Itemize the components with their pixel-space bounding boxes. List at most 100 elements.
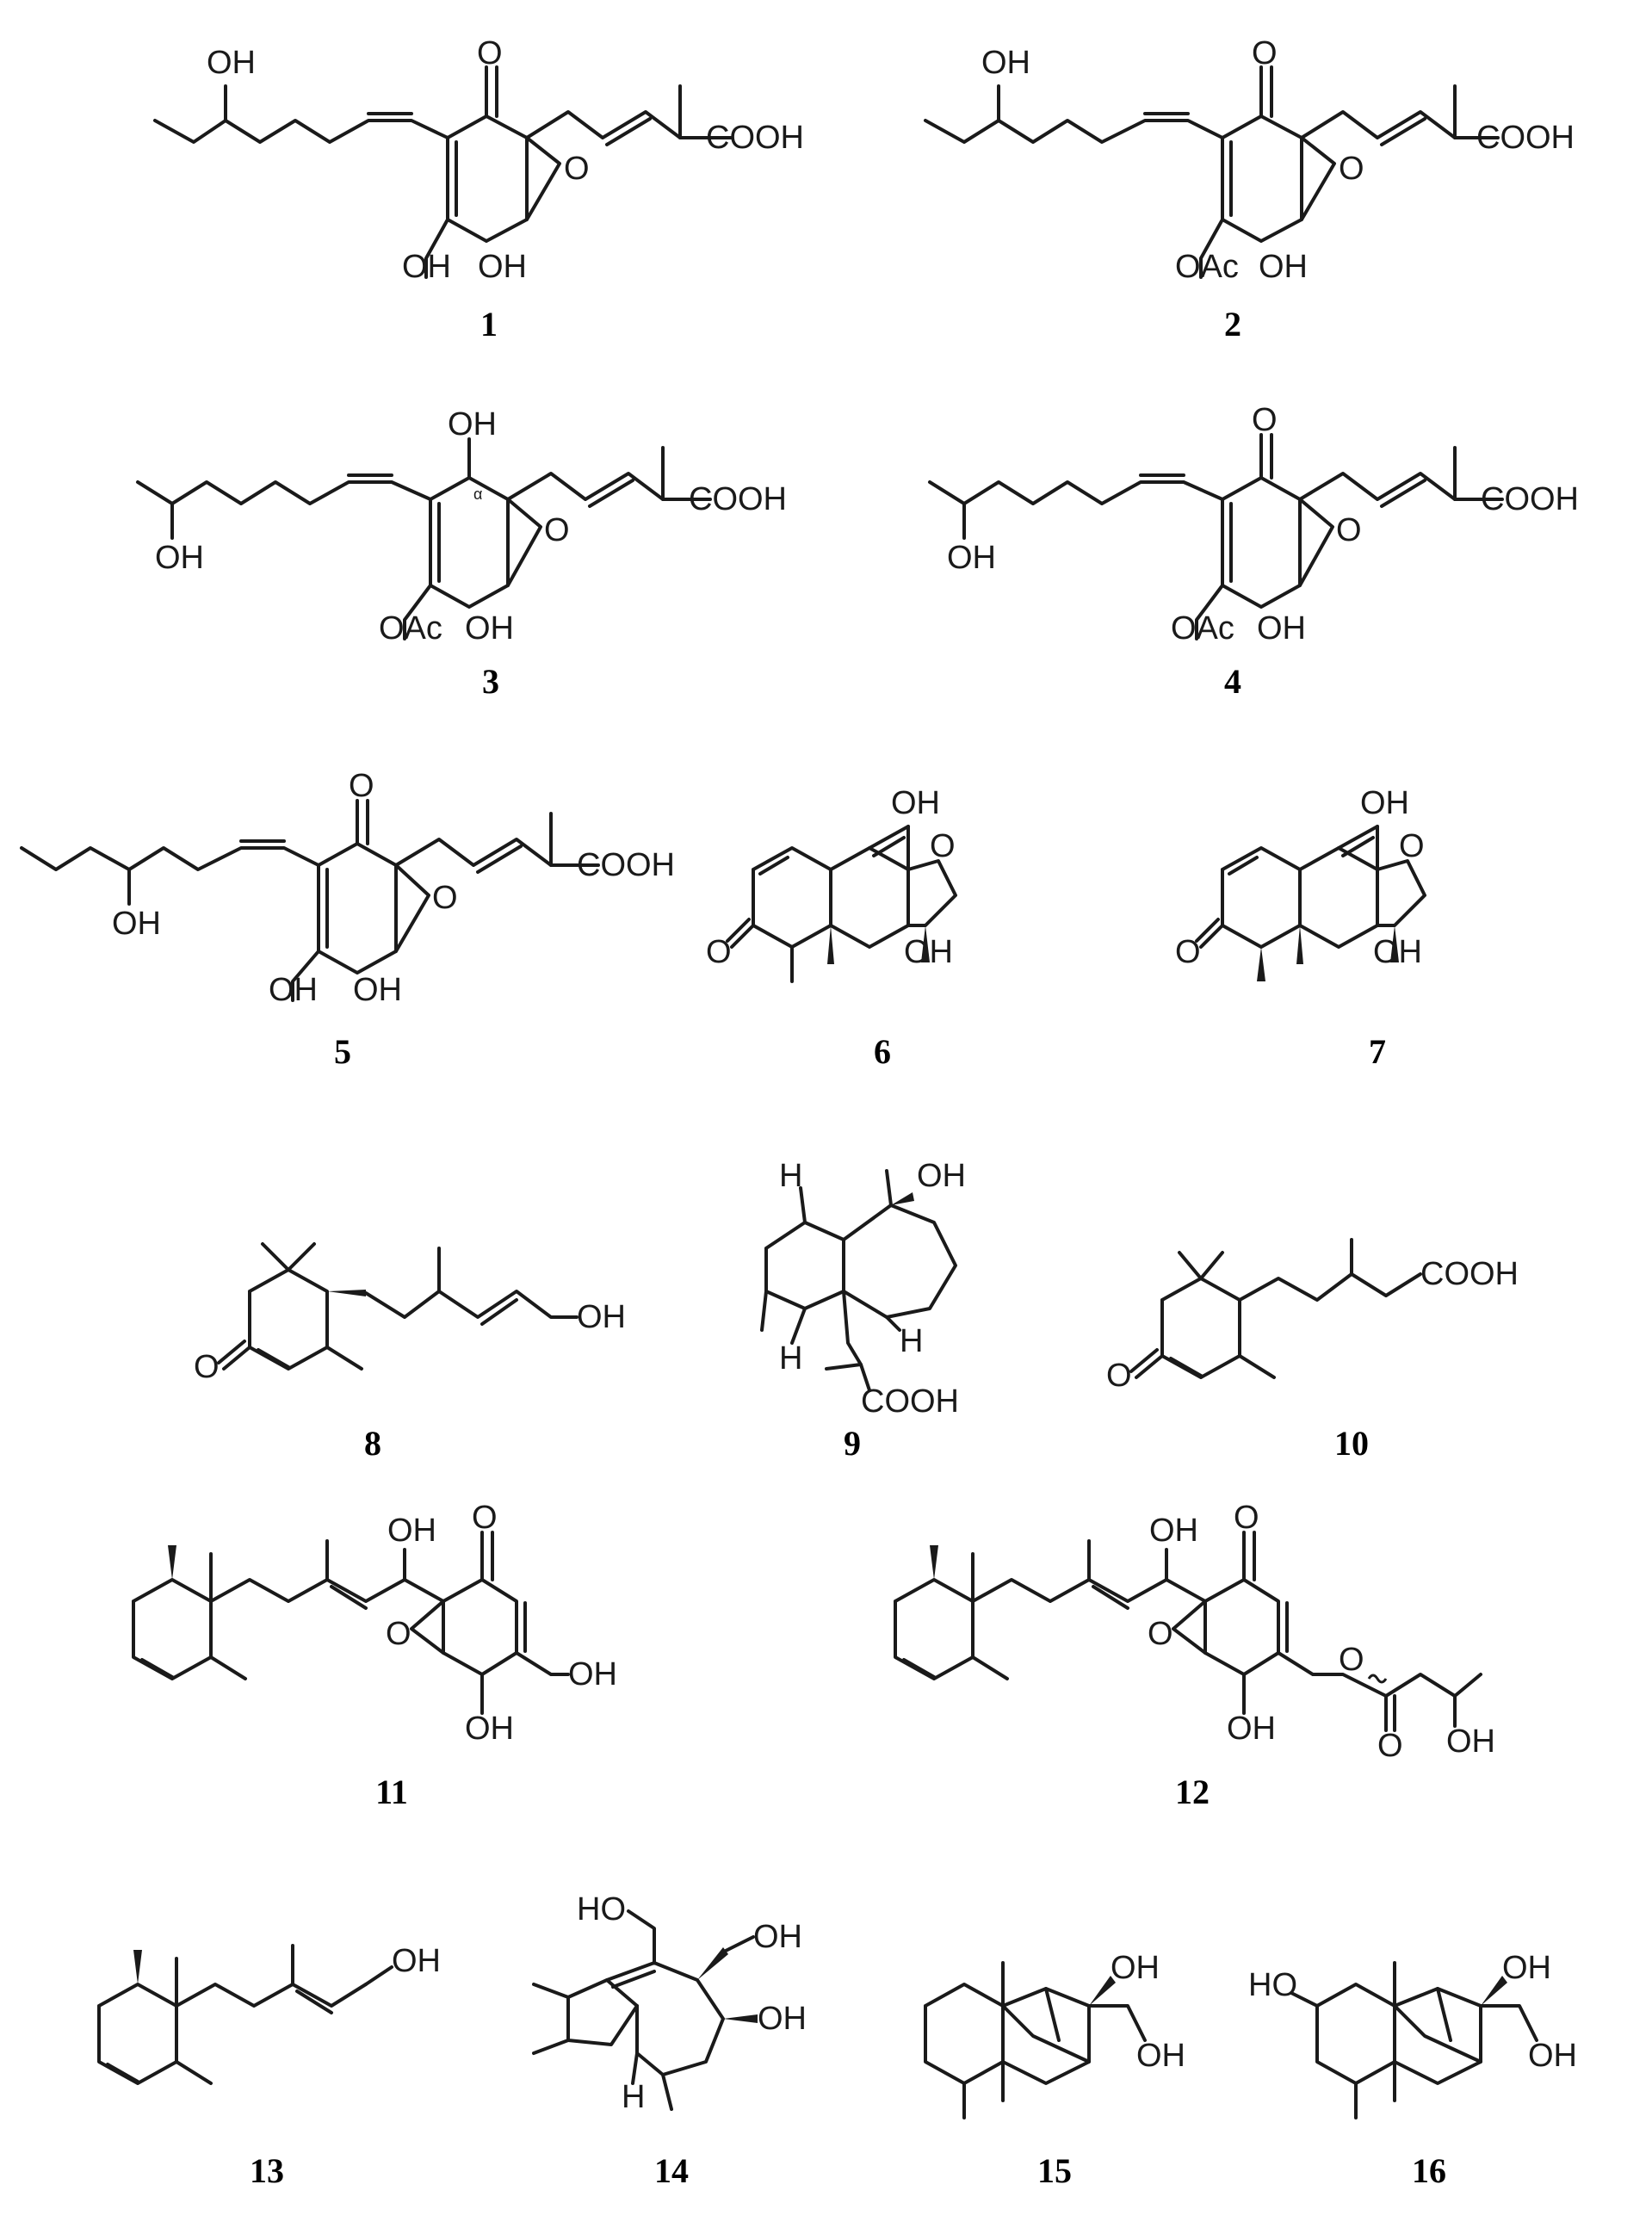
compound-15-primary-hydroxyl-label: OH bbox=[1136, 2038, 1185, 2074]
compound-6-number: 6 bbox=[874, 1032, 891, 1071]
compound-4-ketone-label: O bbox=[1252, 402, 1278, 438]
compound-11-ketone-label: O bbox=[472, 1500, 498, 1536]
compound-9-carboxyl-label: COOH bbox=[861, 1383, 959, 1420]
compound-12-ring-hydroxyl-label: OH bbox=[1227, 1711, 1276, 1747]
compound-2-number: 2 bbox=[1224, 305, 1241, 343]
compound-1-ketone-label: O bbox=[477, 35, 503, 71]
compound-3-ring-hydroxyl-label: OH bbox=[465, 610, 514, 647]
compound-3-number: 3 bbox=[482, 662, 499, 701]
compound-12-side-chain-hydroxyl-label: OH bbox=[1149, 1513, 1198, 1549]
compound-6-ketone-label: O bbox=[706, 934, 732, 970]
compound-12-ester-oxygen-label: O bbox=[1339, 1642, 1364, 1678]
compound-6-hemiketal-hydroxyl-label: OH bbox=[891, 785, 940, 821]
compound-14-hydrogen-label: H bbox=[622, 2079, 645, 2115]
compound-15-tertiary-hydroxyl-label: OH bbox=[1111, 1950, 1160, 1986]
compound-5-hydroxymethyl-label: OH bbox=[269, 972, 318, 1008]
compound-3-allylic-hydroxyl-label: OH bbox=[448, 406, 497, 442]
compound-16-ring-hydroxyl-label: HO bbox=[1248, 1967, 1297, 2003]
compound-1-epoxide-label: O bbox=[564, 151, 590, 187]
compound-12-number: 12 bbox=[1175, 1773, 1210, 1811]
compound-5-ketone-label: O bbox=[349, 768, 374, 804]
compound-1-structure: OH O COOH O OH OH 1 bbox=[153, 35, 804, 343]
compound-7-structure: OH O O OH 7 bbox=[1175, 785, 1426, 1071]
compound-1-number: 1 bbox=[480, 305, 498, 343]
compound-12-epoxide-label: O bbox=[1148, 1616, 1173, 1652]
compound-7-furan-oxygen-label: O bbox=[1399, 828, 1425, 864]
compound-1-hydroxyl-label: OH bbox=[207, 45, 256, 81]
compound-14-ring-hydroxyl-label: OH bbox=[758, 2001, 807, 2037]
compound-14-number: 14 bbox=[654, 2151, 689, 2190]
compound-16-tertiary-hydroxyl-label: OH bbox=[1502, 1950, 1551, 1986]
compound-9-hydroxyl-label: OH bbox=[917, 1158, 966, 1194]
compound-4-side-chain-hydroxyl-label: OH bbox=[947, 540, 996, 576]
compound-11-epoxide-label: O bbox=[386, 1616, 411, 1652]
compound-12-terminal-hydroxyl-label: OH bbox=[1446, 1723, 1495, 1760]
compound-5-structure: O COOH O OH OH OH 5 bbox=[20, 768, 675, 1071]
compound-2-ring-hydroxyl-label: OH bbox=[1259, 249, 1308, 285]
compound-5-epoxide-label: O bbox=[432, 880, 458, 916]
compound-3-epoxide-label: O bbox=[544, 512, 570, 548]
compound-2-carboxyl-label: COOH bbox=[1476, 120, 1575, 156]
compound-5-side-chain-hydroxyl-label: OH bbox=[112, 906, 161, 942]
compound-16-structure: HO OH OH 16 bbox=[1248, 1950, 1577, 2190]
compound-4-carboxyl-label: COOH bbox=[1481, 481, 1579, 517]
compound-11-number: 11 bbox=[375, 1773, 408, 1811]
compound-9-ring-hydrogen-label: H bbox=[900, 1323, 923, 1359]
compound-13-structure: OH 13 bbox=[97, 1943, 441, 2190]
compound-11-structure: OH O O OH OH 11 bbox=[132, 1500, 617, 1811]
compound-15-number: 15 bbox=[1037, 2151, 1072, 2190]
compound-12-structure: OH O O O OH O OH 12 bbox=[894, 1500, 1495, 1811]
compound-4-acetate-label: OAc bbox=[1171, 610, 1234, 647]
compound-5-number: 5 bbox=[334, 1032, 351, 1071]
compound-9-number: 9 bbox=[844, 1424, 861, 1463]
compound-9-upper-hydrogen-label: H bbox=[779, 1158, 802, 1194]
compound-6-ring-hydroxyl-label: OH bbox=[904, 934, 953, 970]
compound-4-ring-hydroxyl-label: OH bbox=[1257, 610, 1306, 647]
compound-14-hydroxymethyl-left-label: HO bbox=[577, 1891, 626, 1928]
compound-13-number: 13 bbox=[250, 2151, 284, 2190]
compound-7-hemiketal-hydroxyl-label: OH bbox=[1360, 785, 1409, 821]
compound-3-alpha-label: α bbox=[473, 486, 482, 503]
compound-12-carbonyl-label: O bbox=[1377, 1728, 1403, 1764]
compound-10-ketone-label: O bbox=[1106, 1358, 1132, 1394]
compound-9-structure: H OH H H COOH 9 bbox=[760, 1158, 966, 1463]
compound-5-carboxyl-label: COOH bbox=[577, 847, 675, 883]
compound-7-number: 7 bbox=[1369, 1032, 1386, 1071]
compound-14-structure: HO OH OH H 14 bbox=[532, 1891, 807, 2190]
compound-4-structure: O COOH O OH OAc OH 4 bbox=[928, 402, 1579, 701]
compound-3-carboxyl-label: COOH bbox=[689, 481, 787, 517]
compound-6-structure: OH O O OH 6 bbox=[706, 785, 957, 1071]
compound-10-carboxyl-label: COOH bbox=[1420, 1256, 1519, 1292]
compound-9-lower-hydrogen-label: H bbox=[779, 1340, 802, 1377]
compound-3-structure: OH α COOH O OH OAc OH 3 bbox=[136, 406, 787, 701]
compound-2-epoxide-label: O bbox=[1339, 151, 1364, 187]
compound-16-primary-hydroxyl-label: OH bbox=[1528, 2038, 1577, 2074]
compound-14-hydroxymethyl-right-label: OH bbox=[753, 1919, 802, 1955]
compound-8-number: 8 bbox=[364, 1424, 381, 1463]
compound-16-number: 16 bbox=[1412, 2151, 1446, 2190]
compound-5-ring-hydroxyl-label: OH bbox=[353, 972, 402, 1008]
compound-3-side-chain-hydroxyl-label: OH bbox=[155, 540, 204, 576]
compound-8-structure: OH O 8 bbox=[194, 1242, 626, 1463]
compound-15-structure: OH OH 15 bbox=[924, 1950, 1185, 2190]
compound-2-ketone-label: O bbox=[1252, 35, 1278, 71]
compound-4-epoxide-label: O bbox=[1336, 512, 1362, 548]
compound-10-structure: COOH O 10 bbox=[1106, 1238, 1519, 1463]
compound-2-acetate-label: OAc bbox=[1175, 249, 1239, 285]
compound-1-carboxyl-label: COOH bbox=[706, 120, 804, 156]
compound-6-furan-oxygen-label: O bbox=[930, 828, 956, 864]
compound-3-acetate-label: OAc bbox=[379, 610, 442, 647]
compound-1-ring-hydroxyl-label: OH bbox=[478, 249, 527, 285]
compound-11-ring-hydroxyl-label: OH bbox=[465, 1711, 514, 1747]
compound-2-hydroxyl-label: OH bbox=[981, 45, 1030, 81]
compound-11-hydroxymethyl-label: OH bbox=[568, 1656, 617, 1692]
compound-10-number: 10 bbox=[1334, 1424, 1369, 1463]
compound-2-structure: OH O COOH O OAc OH 2 bbox=[924, 35, 1575, 343]
compound-4-number: 4 bbox=[1224, 662, 1241, 701]
compound-13-hydroxyl-label: OH bbox=[392, 1943, 441, 1979]
compound-7-ring-hydroxyl-label: OH bbox=[1373, 934, 1422, 970]
compound-8-hydroxyl-label: OH bbox=[577, 1299, 626, 1335]
compound-12-ketone-label: O bbox=[1234, 1500, 1259, 1536]
compound-1-hydroxymethyl-label: OH bbox=[402, 249, 451, 285]
